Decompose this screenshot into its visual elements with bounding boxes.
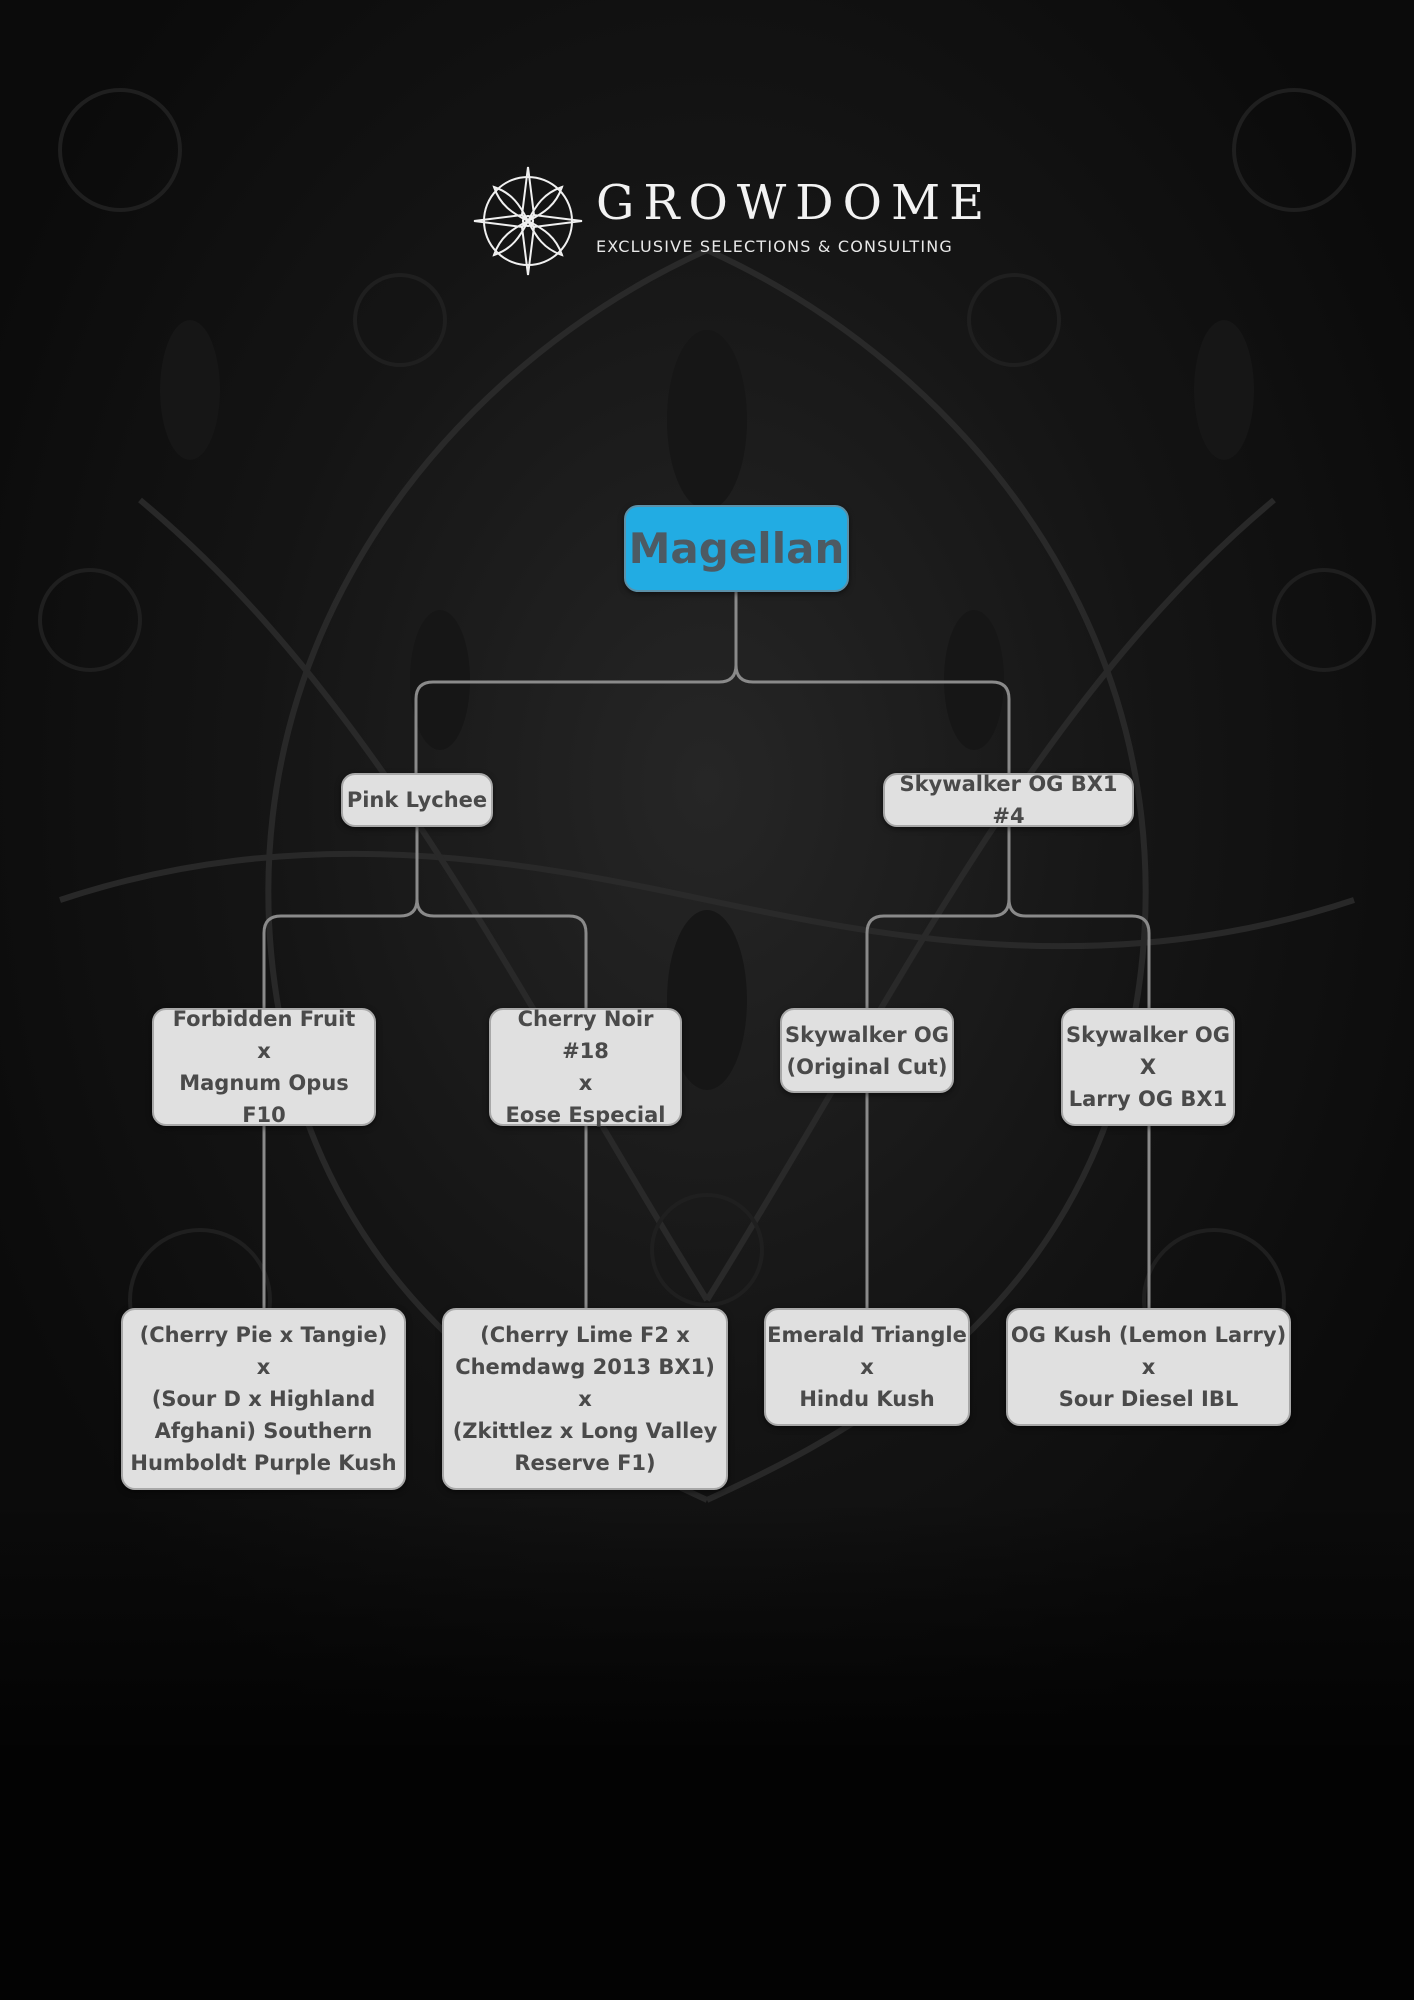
node-greatgrandparent-rr-label: OG Kush (Lemon Larry) x Sour Diesel IBL [1010, 1323, 1287, 1411]
node-greatgrandparent-ll: (Cherry Pie x Tangie) x (Sour D x Highla… [121, 1308, 406, 1490]
brand-tagline: EXCLUSIVE SELECTIONS & CONSULTING [596, 237, 954, 256]
connector-left-lr [415, 898, 588, 1008]
node-root: Magellan [624, 505, 849, 592]
node-parent-right-label: Skywalker OG BX1 #4 [899, 772, 1118, 828]
node-greatgrandparent-rl-label: Emerald Triangle x Hindu Kush [767, 1323, 967, 1411]
connector-right-rr [1007, 898, 1151, 1008]
node-parent-right: Skywalker OG BX1 #4 [883, 772, 1134, 828]
node-grandparent-rl: Skywalker OG (Original Cut) [780, 1008, 954, 1093]
connector-root-left [414, 592, 738, 773]
node-parent-left: Pink Lychee [341, 773, 493, 827]
connector-right-rl [865, 827, 1011, 1008]
connector-left-ll [262, 827, 419, 1008]
node-grandparent-rr-label: Skywalker OG X Larry OG BX1 [1066, 1023, 1230, 1111]
ornament-pattern [38, 88, 1376, 1503]
node-greatgrandparent-rl: Emerald Triangle x Hindu Kush [764, 1308, 970, 1426]
node-grandparent-rr: Skywalker OG X Larry OG BX1 [1061, 1008, 1235, 1126]
node-grandparent-lr-label: Cherry Noir #18 x Eose Especial [505, 1007, 666, 1127]
node-greatgrandparent-rr: OG Kush (Lemon Larry) x Sour Diesel IBL [1006, 1308, 1291, 1426]
node-grandparent-rl-label: Skywalker OG (Original Cut) [785, 1022, 949, 1079]
compass-leaf-icon [473, 166, 583, 276]
node-grandparent-lr: Cherry Noir #18 x Eose Especial [489, 1007, 682, 1127]
node-greatgrandparent-lr-label: (Cherry Lime F2 x Chemdawg 2013 BX1) x (… [452, 1323, 718, 1475]
node-greatgrandparent-lr: (Cherry Lime F2 x Chemdawg 2013 BX1) x (… [442, 1308, 728, 1490]
node-parent-left-label: Pink Lychee [346, 788, 488, 812]
brand-name: GROWDOME [596, 175, 994, 231]
brand-logo: GROWDOME EXCLUSIVE SELECTIONS & CONSULTI… [472, 165, 984, 279]
node-root-label: Magellan [628, 523, 845, 573]
connector-root-right [734, 664, 1011, 773]
node-greatgrandparent-ll-label: (Cherry Pie x Tangie) x (Sour D x Highla… [130, 1323, 397, 1475]
node-grandparent-ll: Forbidden Fruit x Magnum Opus F10 [152, 1007, 376, 1127]
node-grandparent-ll-label: Forbidden Fruit x Magnum Opus F10 [172, 1007, 356, 1127]
